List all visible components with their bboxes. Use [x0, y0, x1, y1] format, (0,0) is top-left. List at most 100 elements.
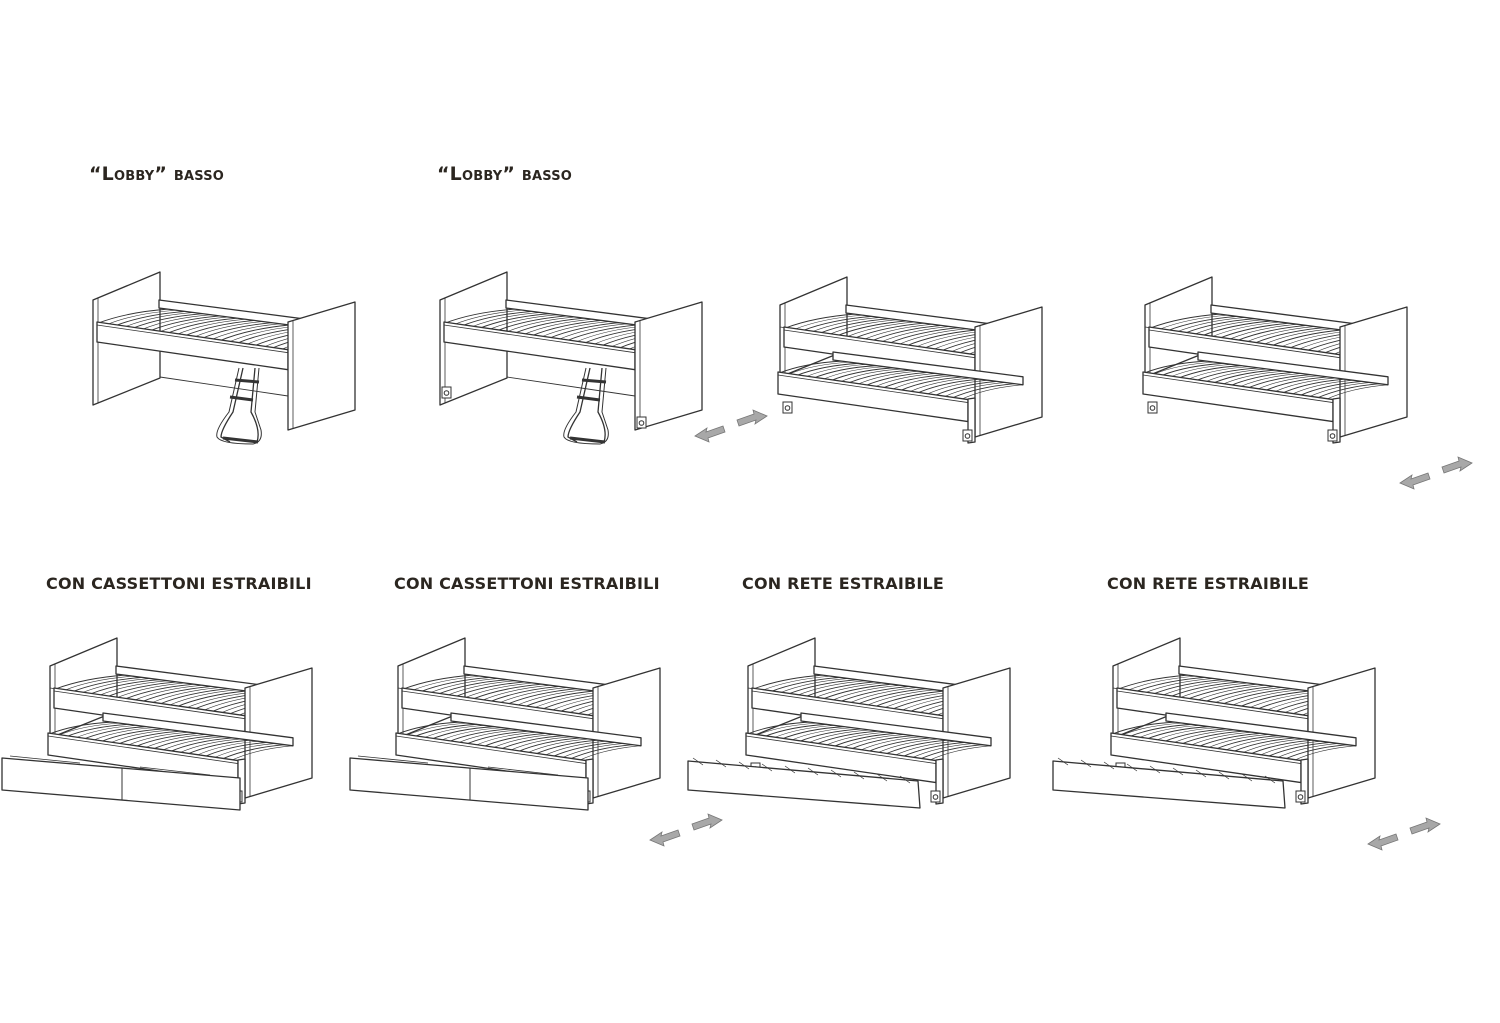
pullout-bed-slat	[858, 371, 920, 384]
upper-bed-slat	[89, 680, 159, 695]
caster-wheel-icon	[442, 387, 451, 398]
upper-bed-slat	[822, 684, 892, 699]
slide-left-arrow-icon	[695, 426, 725, 442]
upper-bed-slat	[497, 316, 567, 331]
upper-bed-slat	[403, 675, 473, 689]
slide-left-arrow-icon	[650, 830, 680, 846]
pullout-bed-slat	[510, 737, 572, 751]
pullout-bed-slat	[1139, 725, 1201, 737]
upper-bed-slat	[1247, 326, 1316, 341]
pullout-bed-slat	[1122, 723, 1184, 735]
pullout-bed-slat	[912, 743, 974, 757]
caster-wheel-icon	[1297, 794, 1304, 800]
upper-bed-slat	[437, 680, 507, 695]
lower-slat	[1081, 760, 1091, 767]
upper-bed-slat	[1150, 314, 1220, 328]
pullout-bed-slat	[1275, 378, 1337, 392]
upper-bed-slat	[169, 690, 238, 706]
caster-wheel-icon	[932, 794, 939, 800]
title-lobby-basso-1: “Lobby” basso	[89, 163, 225, 185]
pullout-bed-slat	[789, 362, 851, 374]
slide-left-arrow-icon	[1368, 834, 1398, 850]
upper-bed-slat	[785, 314, 855, 328]
pullout-bed-slat	[466, 731, 529, 744]
pullout-bed-slat	[110, 730, 172, 743]
upper-bed-slat	[795, 315, 864, 329]
pullout-bed-slat	[500, 736, 563, 750]
upper-bed-slat	[507, 689, 577, 705]
ladder	[564, 368, 609, 444]
upper-bed-slat	[850, 687, 919, 702]
pullout-bed-slat	[66, 724, 129, 736]
upper-bed-slat	[500, 687, 569, 702]
pullout-bed-slat	[1233, 738, 1296, 752]
upper-bed-slat	[1170, 682, 1240, 697]
pullout-bed-slat	[823, 367, 885, 380]
upper-bed-slat	[1237, 325, 1307, 340]
upper-bed-slat	[832, 685, 901, 700]
upper-bed-slat	[82, 678, 151, 692]
pullout-bed-slat	[569, 745, 632, 760]
lower-slat	[716, 760, 726, 767]
pullout-bed-slat	[1178, 366, 1241, 379]
bed-drawing-lobby-ladder-wheels	[440, 272, 770, 447]
lower-slat	[808, 768, 818, 775]
pullout-bed-slat	[535, 740, 598, 754]
upper-bed-slat	[805, 682, 875, 697]
upper-bed-slat	[1152, 680, 1222, 695]
upper-bed-slat	[770, 677, 840, 691]
pullout-bed-slat	[1146, 727, 1209, 740]
pullout-bed-slat	[76, 725, 138, 737]
upper-bed-slat	[840, 686, 910, 701]
bed-drawing-trundle-rete	[780, 277, 1080, 452]
pullout-bed-slat	[1163, 729, 1226, 742]
title-rete-2: CON RETE ESTRAIBILE	[1107, 574, 1310, 593]
upper-bed-slat	[108, 310, 177, 324]
pullout-bed-slat	[774, 725, 836, 737]
upper-bed-slat	[1177, 317, 1246, 331]
pullout-bed-slat	[927, 380, 989, 394]
caster-wheel-icon	[963, 430, 972, 441]
ladder	[217, 368, 262, 444]
pullout-bed-slat	[1316, 384, 1379, 399]
pullout-bed-slat	[579, 746, 641, 761]
upper-bed-slat	[455, 310, 524, 324]
upper-bed-slat	[514, 318, 584, 333]
pullout-bed-slat	[798, 729, 861, 742]
pullout-bed-slat	[840, 369, 902, 382]
pullout-bed-slat	[1173, 730, 1235, 743]
caster-wheel-icon	[638, 420, 645, 426]
upper-bed-rail-edge	[54, 691, 245, 719]
upper-bed-slat	[445, 309, 515, 323]
upper-bed-slat	[1160, 315, 1229, 329]
pullout-bed-slat	[1161, 363, 1224, 375]
upper-bed-slat	[753, 675, 823, 689]
caster-wheel-icon	[443, 390, 450, 396]
upper-bed-slat	[1145, 678, 1214, 692]
upper-bed-slat	[1187, 684, 1257, 699]
upper-bed-slat	[124, 684, 194, 699]
title-rete-1: CON RETE ESTRAIBILE	[742, 574, 945, 593]
pullout-bed-slat	[1309, 382, 1371, 396]
pullout-bed-rail-edge	[1143, 375, 1333, 403]
pullout-bed-slat	[865, 372, 928, 385]
upper-bed-slat	[65, 676, 134, 690]
pullout-bed-slat	[1260, 741, 1322, 755]
pullout-bed-slat	[187, 740, 250, 754]
pullout-bed-slat	[961, 385, 1023, 400]
upper-bed-slat	[797, 681, 866, 696]
upper-bed-slat	[413, 676, 482, 690]
upper-bed-slat	[532, 320, 602, 335]
ladder	[568, 368, 605, 442]
pullout-bed-slat	[1198, 733, 1261, 746]
caster-wheel-icon	[1328, 430, 1337, 441]
lower-slat	[739, 762, 749, 769]
upper-bed-slat	[517, 690, 586, 706]
lower-slat	[831, 770, 841, 777]
lower-slat	[1242, 774, 1252, 781]
upper-bed-rail-edge	[402, 691, 593, 719]
upper-bed-rail-edge	[752, 691, 943, 719]
pullout-bed-slat	[128, 732, 190, 745]
pullout-bed-slat	[441, 728, 503, 741]
pullout-bed-rail-edge	[746, 736, 936, 764]
